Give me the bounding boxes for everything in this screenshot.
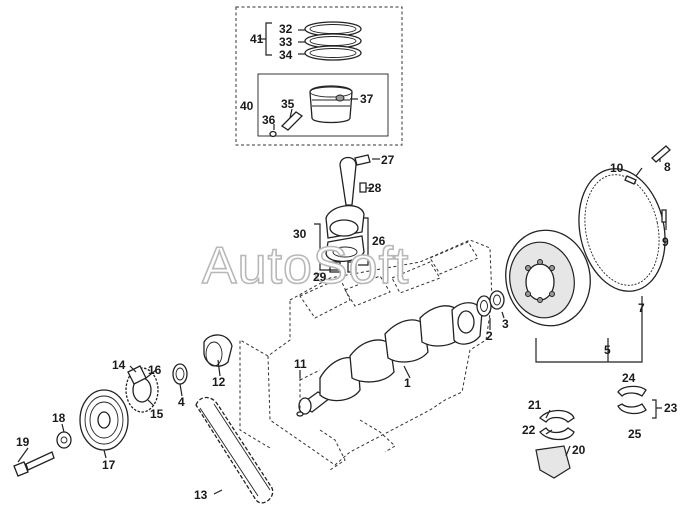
callout-29: 29 <box>313 270 327 284</box>
leader-lines <box>17 22 667 495</box>
callout-labels: 1 2 3 4 5 7 8 9 10 11 12 13 14 15 16 17 … <box>16 22 678 502</box>
callout-27: 27 <box>381 153 395 167</box>
callout-15: 15 <box>150 407 164 421</box>
callout-18: 18 <box>52 411 66 425</box>
callout-24: 24 <box>622 371 636 385</box>
callout-13: 13 <box>194 488 208 502</box>
callout-17: 17 <box>102 458 116 472</box>
callout-36: 36 <box>262 113 276 127</box>
callout-22: 22 <box>522 423 536 437</box>
callout-32: 32 <box>279 22 293 36</box>
callout-21: 21 <box>528 398 542 412</box>
callout-1: 1 <box>404 376 411 390</box>
callout-34: 34 <box>279 48 293 62</box>
callout-12: 12 <box>212 375 226 389</box>
callout-4: 4 <box>178 395 185 409</box>
callout-2: 2 <box>486 329 493 343</box>
piston-ring-group <box>235 6 403 146</box>
callout-35: 35 <box>281 97 295 111</box>
callout-10: 10 <box>610 161 624 175</box>
callout-26: 26 <box>372 234 386 248</box>
callout-8: 8 <box>664 160 671 174</box>
watermark-text: AutoSoft <box>202 237 409 295</box>
callout-30: 30 <box>293 227 307 241</box>
callout-20: 20 <box>572 443 586 457</box>
callout-37: 37 <box>360 92 374 106</box>
callout-25: 25 <box>628 427 642 441</box>
flywheel-assembly <box>476 145 671 327</box>
callout-16: 16 <box>148 363 162 377</box>
connecting-rod <box>325 154 371 273</box>
callout-19: 19 <box>16 435 30 449</box>
callout-9: 9 <box>662 235 669 249</box>
callout-5: 5 <box>604 343 611 357</box>
front-drive-parts <box>13 334 304 504</box>
callout-11: 11 <box>294 357 307 371</box>
callout-40: 40 <box>240 99 254 113</box>
callout-28: 28 <box>368 181 382 195</box>
callout-33: 33 <box>279 35 293 49</box>
callout-14: 14 <box>112 358 126 372</box>
engine-block <box>239 239 493 471</box>
callout-41: 41 <box>250 32 264 46</box>
callout-23: 23 <box>664 401 678 415</box>
callout-3: 3 <box>502 317 509 331</box>
crankshaft <box>298 302 483 415</box>
callout-7: 7 <box>638 301 645 315</box>
